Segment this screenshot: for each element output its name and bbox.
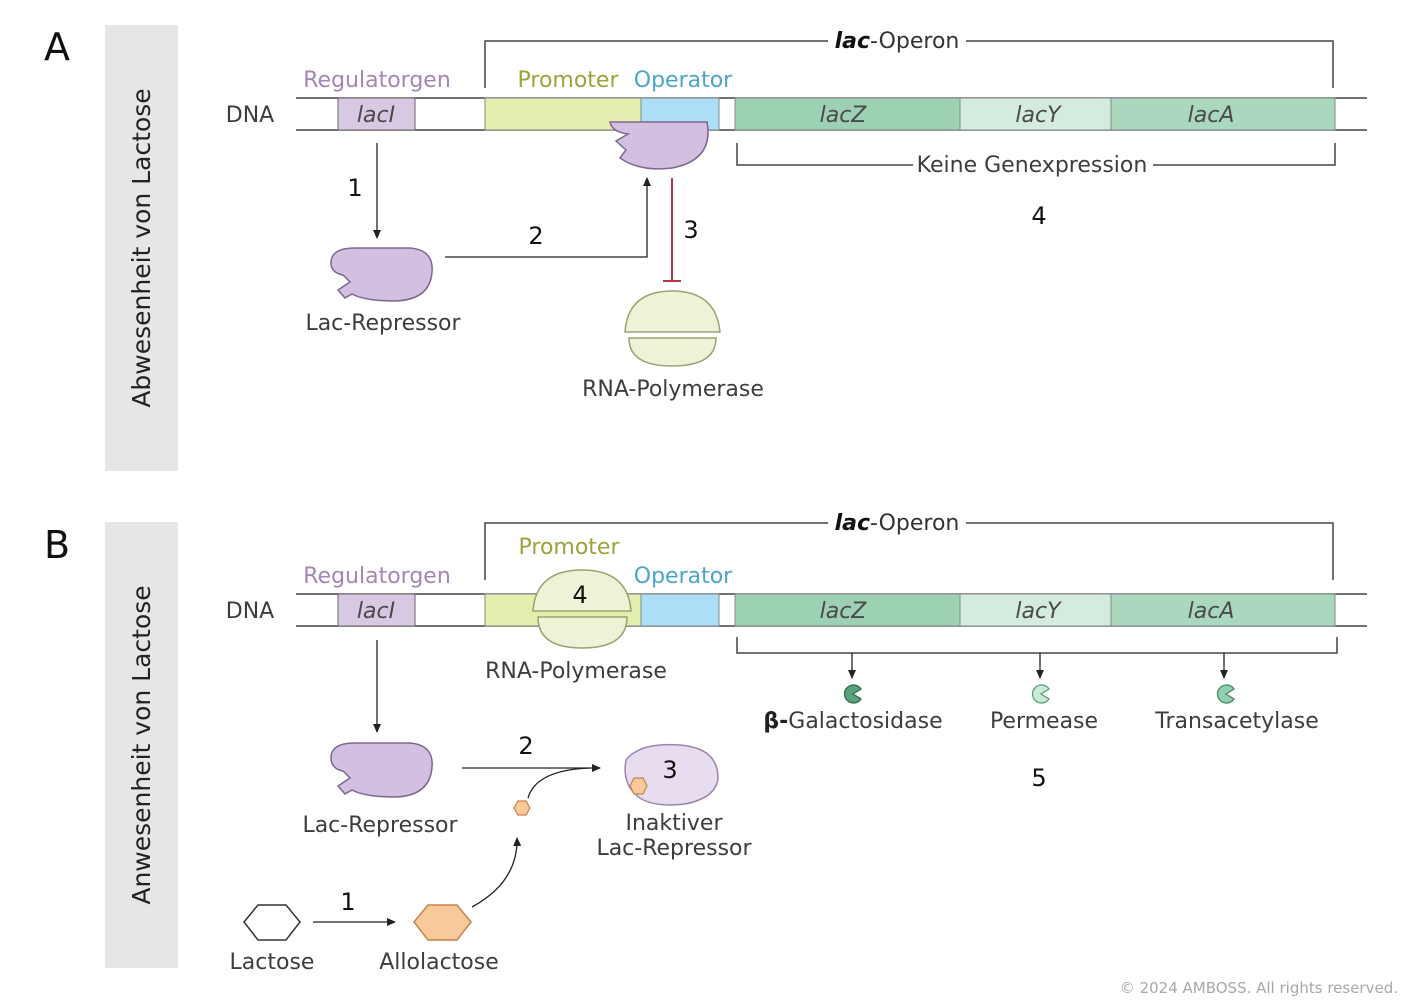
panel-b-step-1: 1 bbox=[340, 888, 355, 916]
panel-b-side-title: Anwesenheit von Lactose bbox=[127, 585, 156, 904]
panel-a-letter: A bbox=[44, 25, 70, 69]
inactive-repressor-label-1: Inaktiver bbox=[626, 811, 724, 836]
panel-b: B Anwesenheit von Lactose lac-Operon Reg… bbox=[44, 511, 1367, 975]
panel-a-dna-label: DNA bbox=[226, 103, 274, 128]
panel-a-operon-title: lac-Operon bbox=[835, 29, 960, 54]
panel-a-no-expression-label: Keine Genexpression bbox=[917, 153, 1148, 178]
panel-a-side-title: Abwesenheit von Lactose bbox=[127, 88, 156, 407]
panel-a-arrow-2 bbox=[445, 177, 651, 258]
panel-b-step-5: 5 bbox=[1031, 764, 1046, 792]
panel-a-repressor-icon bbox=[330, 247, 433, 302]
panel-a-side-bar bbox=[105, 25, 178, 471]
permease-icon bbox=[1031, 684, 1050, 704]
panel-b-letter: B bbox=[44, 523, 70, 567]
panel-b-arrow-2-curve bbox=[527, 767, 591, 799]
galactosidase-label: β-Galactosidase bbox=[763, 709, 942, 734]
panel-a-promoter-label: Promoter bbox=[518, 68, 620, 93]
panel-a-laci-box bbox=[337, 97, 416, 131]
allolactose-label: Allolactose bbox=[379, 950, 499, 975]
panel-b-dna-label: DNA bbox=[226, 599, 274, 624]
panel-a-step-1: 1 bbox=[347, 174, 362, 202]
panel-b-step-3: 3 bbox=[662, 756, 677, 784]
panel-a-repressor-label: Lac-Repressor bbox=[305, 311, 461, 336]
panel-a-step-4: 4 bbox=[1031, 202, 1046, 230]
panel-b-laca-text: lacA bbox=[1188, 599, 1235, 624]
panel-a-bound-repressor-icon bbox=[609, 121, 709, 170]
lactose-icon bbox=[243, 904, 301, 941]
panel-a-lacy-box bbox=[959, 97, 1112, 131]
panel-a-operon-bracket bbox=[484, 40, 1334, 88]
panel-b-small-allolactose-icon bbox=[513, 800, 531, 816]
panel-b-regulatorgen-label: Regulatorgen bbox=[303, 564, 451, 589]
panel-b-lacz-box bbox=[734, 593, 961, 627]
panel-b-repressor-icon bbox=[330, 742, 433, 798]
panel-a-step-2: 2 bbox=[528, 222, 543, 250]
inactive-repressor-label-2: Lac-Repressor bbox=[596, 836, 752, 861]
panel-b-polymerase-icon bbox=[532, 569, 632, 649]
panel-a-no-expression-bracket bbox=[736, 143, 1336, 166]
panel-b-operon-title: lac-Operon bbox=[835, 511, 960, 536]
panel-b-operator-box bbox=[640, 593, 720, 627]
panel-a-step-3: 3 bbox=[683, 216, 698, 244]
galactosidase-icon bbox=[843, 684, 862, 704]
panel-b-expression-bracket bbox=[736, 637, 1338, 654]
panel-b-step-4: 4 bbox=[572, 581, 587, 609]
panel-a-laca-text: lacA bbox=[1188, 103, 1235, 128]
panel-a-polymerase-icon bbox=[624, 290, 721, 367]
permease-label: Permease bbox=[990, 709, 1098, 734]
panel-a-polymerase-label: RNA-Polymerase bbox=[582, 377, 764, 402]
panel-b-arrow-allolactose-curve bbox=[471, 837, 522, 908]
panel-b-repressor-label: Lac-Repressor bbox=[302, 813, 458, 838]
inactive-repressor-allolactose-icon bbox=[629, 777, 648, 795]
panel-a-lacz-text: lacZ bbox=[820, 103, 868, 128]
panel-b-lacz-text: lacZ bbox=[820, 599, 868, 624]
transacetylase-label: Transacetylase bbox=[1154, 709, 1319, 734]
panel-a: A Abwesenheit von Lactose lac-Operon Reg… bbox=[44, 25, 1367, 471]
panel-b-polymerase-label: RNA-Polymerase bbox=[485, 659, 667, 684]
panel-b-laci-box bbox=[337, 593, 416, 627]
panel-b-lacy-text: lacY bbox=[1015, 599, 1062, 624]
copyright-notice: © 2024 AMBOSS. All rights reserved. bbox=[1120, 979, 1398, 997]
panel-a-regulatorgen-label: Regulatorgen bbox=[303, 68, 451, 93]
panel-a-lacy-text: lacY bbox=[1015, 103, 1062, 128]
panel-b-side-bar bbox=[105, 522, 178, 968]
panel-a-laci-text: lacI bbox=[357, 103, 395, 128]
panel-b-promoter-label: Promoter bbox=[519, 535, 621, 560]
panel-b-operon-bracket bbox=[484, 522, 1334, 580]
panel-b-operator-label: Operator bbox=[634, 564, 733, 589]
allolactose-icon bbox=[413, 904, 472, 941]
transacetylase-icon bbox=[1216, 684, 1235, 704]
panel-a-operator-label: Operator bbox=[634, 68, 733, 93]
panel-b-lacy-box bbox=[959, 593, 1112, 627]
lactose-label: Lactose bbox=[230, 950, 315, 975]
panel-b-laci-text: lacI bbox=[357, 599, 395, 624]
panel-b-step-2: 2 bbox=[518, 732, 533, 760]
panel-b-laca-box bbox=[1110, 593, 1336, 627]
panel-a-laca-box bbox=[1110, 97, 1336, 131]
panel-a-lacz-box bbox=[734, 97, 961, 131]
